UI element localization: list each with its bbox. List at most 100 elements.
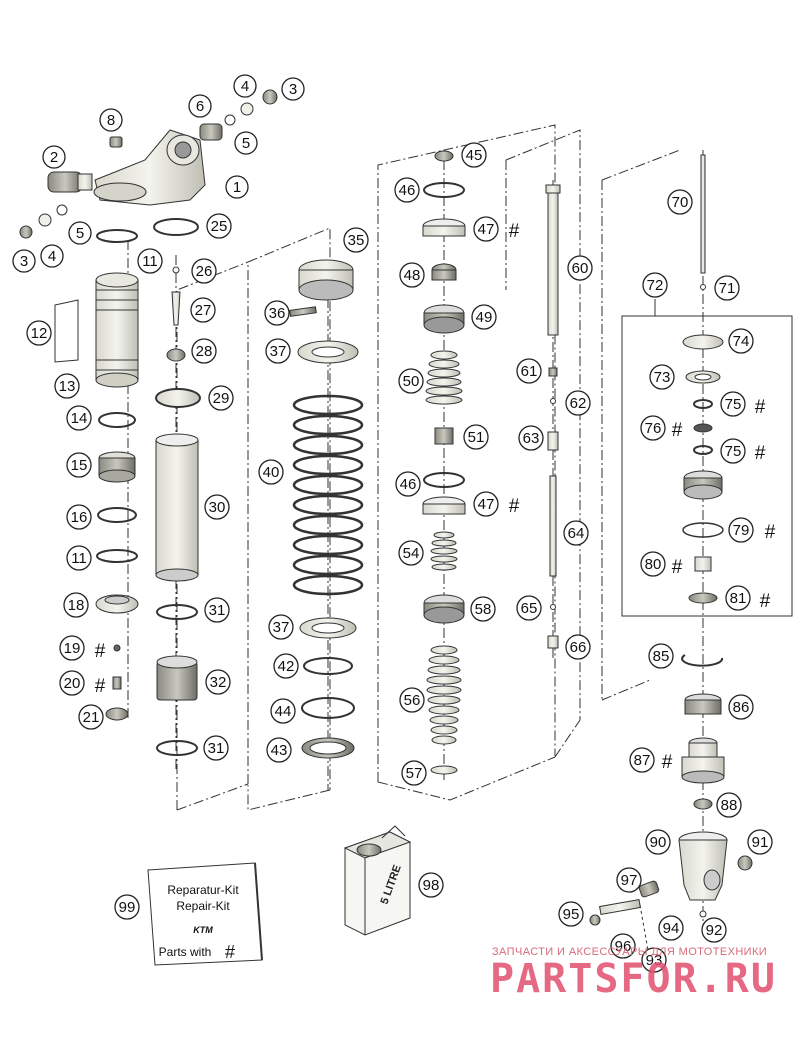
part-30-cylinder (155, 433, 199, 582)
callout-37: 37 (268, 614, 294, 640)
hash-mark: # (755, 397, 766, 418)
callout-number: 5 (76, 225, 84, 242)
callout-47: 47 (473, 491, 499, 517)
callout-circle (208, 385, 234, 411)
callout-number: 5 (242, 135, 250, 152)
callout-number: 43 (271, 742, 288, 759)
callout-21: 21 (78, 704, 104, 730)
callout-31: 31 (204, 597, 230, 623)
callout-circle (563, 520, 589, 546)
callout-circle (640, 551, 666, 577)
callout-circle (265, 338, 291, 364)
callout-66: 66 (565, 634, 591, 660)
hash-mark: # (672, 557, 683, 578)
part-49-piston (423, 304, 465, 334)
callout-circle (648, 643, 674, 669)
part-35-spring-nut (298, 259, 354, 301)
callout-circle (399, 262, 425, 288)
callout-circle (190, 297, 216, 323)
callout-79: 79 (728, 517, 754, 543)
callout-number: 92 (706, 922, 723, 939)
callout-98: 98 (418, 872, 444, 898)
callout-circle (264, 300, 290, 326)
callout-circle (471, 304, 497, 330)
callout-number: 58 (475, 601, 492, 618)
callout-circle (565, 390, 591, 416)
callout-circle (716, 792, 742, 818)
callout-number: 47 (478, 221, 495, 238)
callout-circle (641, 947, 667, 973)
callout-circle (66, 405, 92, 431)
callout-circle (516, 595, 542, 621)
part-1-shock-head (93, 129, 206, 206)
callout-number: 86 (733, 699, 750, 716)
callout-circle (395, 471, 421, 497)
callout-circle (204, 597, 230, 623)
callout-number: 46 (399, 182, 416, 199)
callout-number: 66 (570, 639, 587, 656)
callout-layer: 1233445568111112131415161819202125262728… (12, 74, 773, 973)
callout-number: 79 (733, 522, 750, 539)
callout-56: 56 (399, 687, 425, 713)
callout-circle (720, 438, 746, 464)
callout-5: 5 (68, 221, 92, 245)
callout-number: 3 (289, 81, 297, 98)
callout-circle (12, 249, 36, 273)
callout-25: 25 (206, 213, 232, 239)
part-64-needle (549, 475, 557, 577)
callout-14: 14 (66, 405, 92, 431)
callout-circle (649, 364, 675, 390)
part-54-shim-stack (430, 531, 458, 571)
callout-number: 20 (64, 675, 81, 692)
callout-circle (40, 244, 64, 268)
callout-90: 90 (645, 829, 671, 855)
callout-circle (518, 425, 544, 451)
callout-51: 51 (463, 424, 489, 450)
callout-number: 88 (721, 797, 738, 814)
ktm-logo: KTM (193, 925, 213, 935)
callout-61: 61 (516, 358, 542, 384)
callout-circle (629, 747, 655, 773)
callout-number: 1 (233, 179, 241, 196)
callout-circle (714, 275, 740, 301)
callout-number: 4 (48, 248, 56, 265)
callout-circle (78, 704, 104, 730)
callout-46: 46 (395, 471, 421, 497)
callout-circle (343, 227, 369, 253)
callout-6: 6 (188, 94, 212, 118)
callout-81: 81 (725, 585, 751, 611)
callout-circle (204, 494, 230, 520)
watermark: ЗАПЧАСТИ И АКСЕССУАРЫ ДЛЯ МОТОТЕХНИКИ PA… (470, 946, 798, 1006)
callout-20: 20 (59, 670, 85, 696)
callout-circle (473, 216, 499, 242)
callout-circle (558, 901, 584, 927)
callout-18: 18 (63, 592, 89, 618)
callout-62: 62 (565, 390, 591, 416)
callout-45: 45 (461, 142, 487, 168)
callout-12: 12 (26, 320, 52, 346)
callout-circle (463, 424, 489, 450)
callout-28: 28 (191, 338, 217, 364)
callout-27: 27 (190, 297, 216, 323)
callout-circle (565, 634, 591, 660)
callout-number: 50 (403, 373, 420, 390)
part-60-shaft (547, 184, 559, 336)
callout-75: 75 (720, 391, 746, 417)
callout-number: 18 (68, 597, 85, 614)
callout-3: 3 (12, 249, 36, 273)
callout-88: 88 (716, 792, 742, 818)
callout-circle (701, 917, 727, 943)
callout-circle (394, 177, 420, 203)
callout-circle (66, 452, 92, 478)
callout-40: 40 (258, 459, 284, 485)
callout-63: 63 (518, 425, 544, 451)
callout-circle (616, 867, 642, 893)
callout-31: 31 (203, 735, 229, 761)
hash-mark: # (765, 522, 776, 543)
callout-number: 75 (725, 396, 742, 413)
callout-number: 31 (208, 740, 225, 757)
callout-circle (401, 760, 427, 786)
callout-73: 73 (649, 364, 675, 390)
callout-number: 15 (71, 457, 88, 474)
